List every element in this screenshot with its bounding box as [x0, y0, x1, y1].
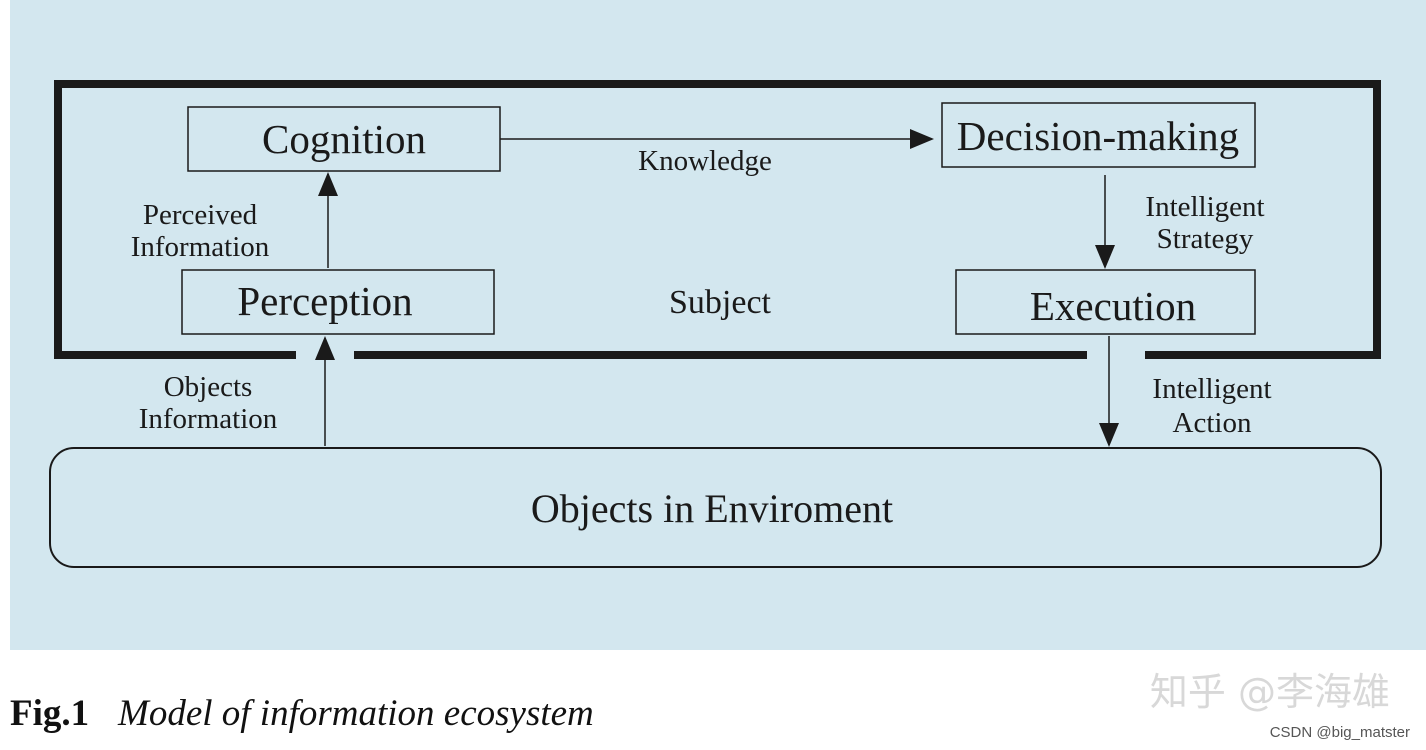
- objects-information-label-line2: Information: [139, 403, 278, 435]
- csdn-watermark: CSDN @big_matster: [1270, 724, 1410, 741]
- figure-number: Fig.1: [10, 693, 89, 734]
- knowledge-label: Knowledge: [638, 145, 772, 177]
- execution-label: Execution: [1030, 283, 1196, 329]
- figure-title: Model of information ecosystem: [117, 693, 594, 734]
- intelligent-strategy-label-line1: Intelligent: [1145, 191, 1264, 223]
- perceived-information-label-line2: Information: [131, 231, 270, 263]
- perception-node: Perception: [181, 269, 495, 335]
- zhihu-watermark: 知乎 @李海雄: [1150, 670, 1390, 714]
- objects-information-label-line1: Objects: [164, 371, 253, 403]
- decision-making-node: Decision-making: [941, 102, 1256, 168]
- execution-node: Execution: [955, 269, 1256, 335]
- intelligent-strategy-label-line2: Strategy: [1157, 223, 1254, 255]
- intelligent-action-label-line1: Intelligent: [1152, 373, 1271, 405]
- cognition-node: Cognition: [187, 106, 501, 172]
- subject-boundary: [54, 80, 1381, 359]
- decision-making-label: Decision-making: [957, 113, 1239, 159]
- environment-label: Objects in Enviroment: [531, 486, 893, 531]
- subject-label: Subject: [669, 284, 772, 321]
- perceived-information-label-line1: Perceived: [143, 199, 258, 231]
- environment-node: Objects in Enviroment: [49, 447, 1382, 568]
- perception-label: Perception: [237, 278, 412, 324]
- intelligent-action-label-line2: Action: [1173, 407, 1252, 439]
- cognition-label: Cognition: [262, 116, 426, 162]
